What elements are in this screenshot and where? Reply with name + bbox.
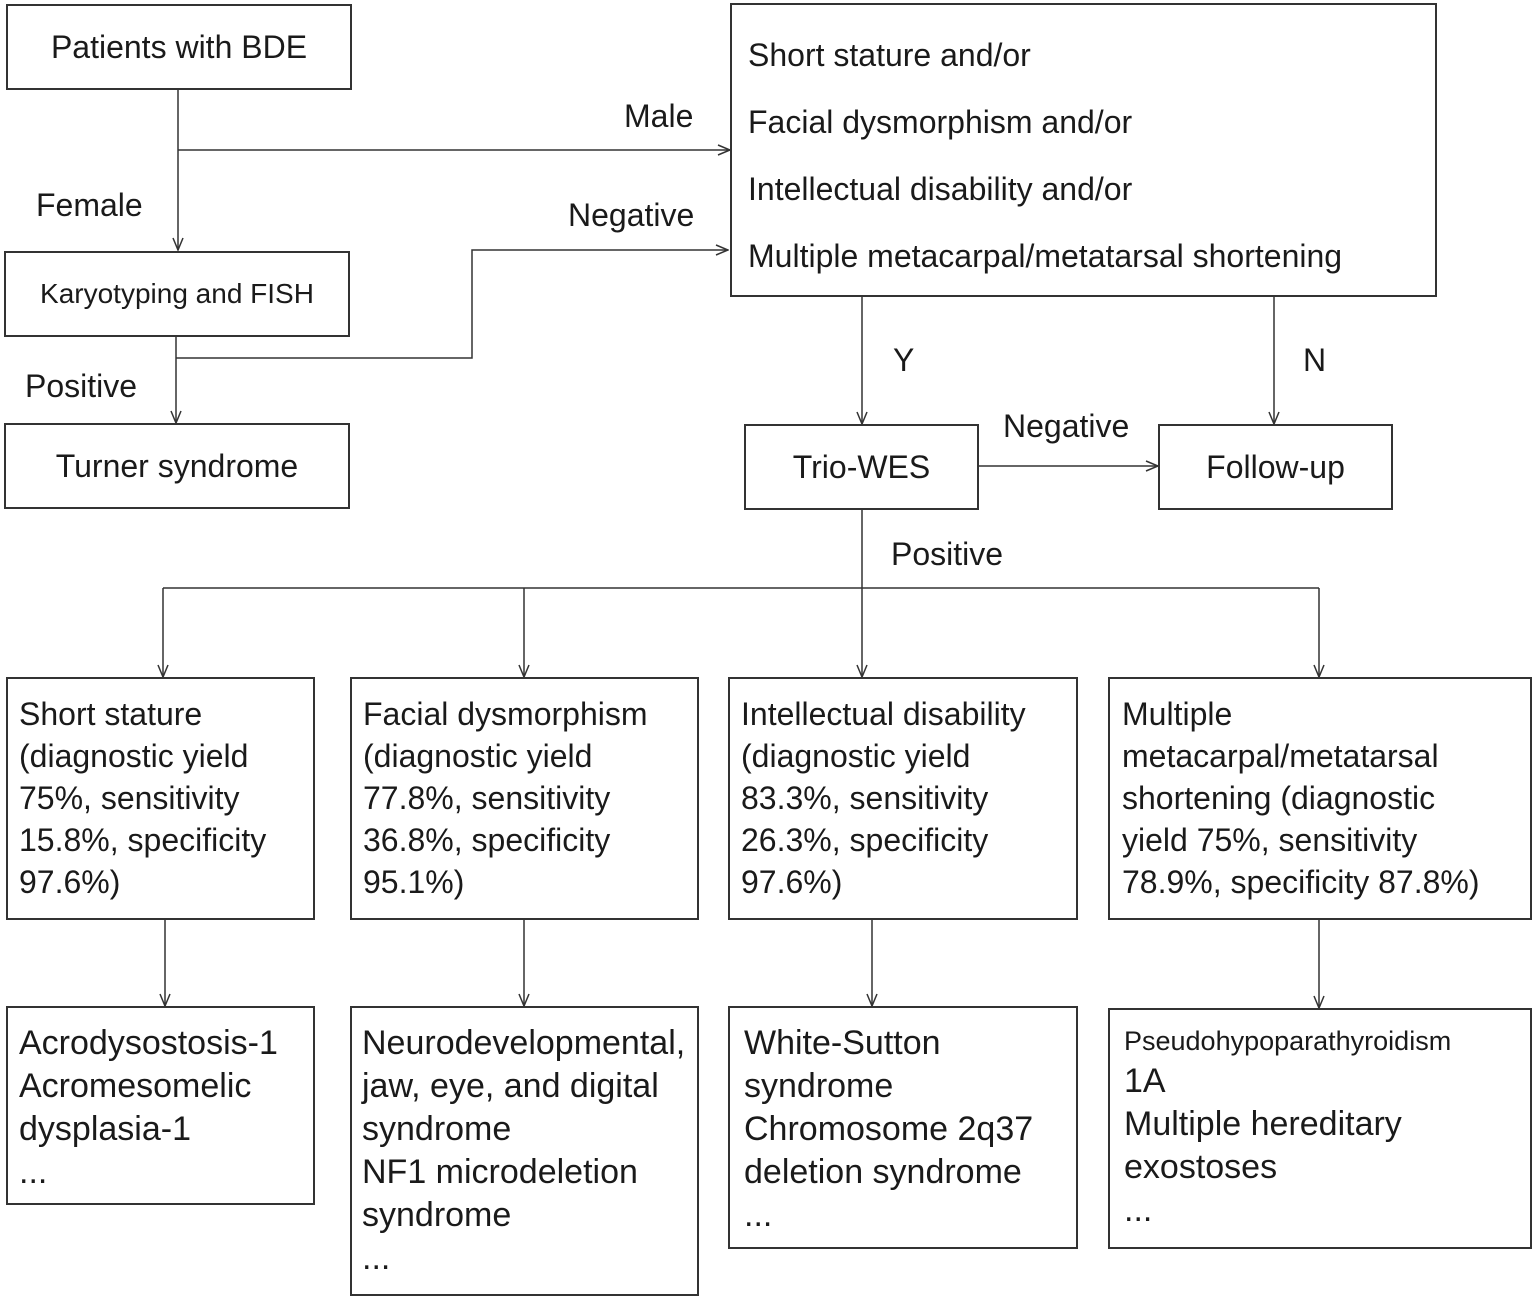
trio-wes-box: Trio-WES [744, 424, 979, 510]
phenotype-box-short-stature: Short stature (diagnostic yield 75%, sen… [6, 677, 315, 920]
disease-box-1: Acrodysostosis-1 Acromesomelic dysplasia… [6, 1006, 315, 1205]
karyotyping-box: Karyotyping and FISH [4, 251, 350, 337]
phenotype-text: Multiple metacarpal/metatarsal shortenin… [1122, 696, 1480, 900]
phenotype-text: Short stature (diagnostic yield 75%, sen… [19, 696, 267, 900]
disease-first-line: Pseudohypoparathyroidism [1124, 1026, 1452, 1056]
phenotype-box-intellectual-disability: Intellectual disability (diagnostic yiel… [728, 677, 1078, 920]
phenotype-text: Intellectual disability (diagnostic yiel… [741, 696, 1026, 900]
criteria-line-1: Short stature and/or [748, 37, 1031, 73]
turner-box: Turner syndrome [4, 423, 350, 509]
label-positive-karyotyping: Positive [25, 368, 138, 404]
disease-text: Neurodevelopmental, jaw, eye, and digita… [362, 1024, 686, 1277]
disease-box-3: White-Sutton syndrome Chromosome 2q37 de… [728, 1006, 1078, 1249]
phenotype-box-metacarpal-shortening: Multiple metacarpal/metatarsal shortenin… [1108, 677, 1532, 920]
turner-text: Turner syndrome [55, 448, 299, 484]
patients-text: Patients with BDE [50, 29, 308, 65]
follow-up-box: Follow-up [1158, 424, 1393, 510]
criteria-line-4: Multiple metacarpal/metatarsal shortenin… [748, 238, 1343, 274]
label-negative-wes: Negative [1003, 408, 1130, 444]
karyotyping-text: Karyotyping and FISH [40, 278, 314, 309]
disease-box-4: Pseudohypoparathyroidism 1A Multiple her… [1108, 1008, 1532, 1249]
label-male: Male [624, 98, 694, 134]
phenotype-box-facial-dysmorphism: Facial dysmorphism (diagnostic yield 77.… [350, 677, 699, 920]
phenotype-text: Facial dysmorphism (diagnostic yield 77.… [363, 696, 648, 900]
criteria-line-3: Intellectual disability and/or [748, 171, 1133, 207]
trio-wes-text: Trio-WES [792, 449, 931, 485]
label-female: Female [36, 187, 143, 223]
label-positive-wes: Positive [891, 536, 1004, 572]
disease-box-2: Neurodevelopmental, jaw, eye, and digita… [350, 1006, 699, 1296]
criteria-line-2: Facial dysmorphism and/or [748, 104, 1133, 140]
criteria-box: Short stature and/or Facial dysmorphism … [730, 3, 1437, 297]
follow-up-text: Follow-up [1206, 449, 1345, 485]
arrow-negative-to-criteria [176, 250, 728, 359]
disease-text: Acrodysostosis-1 Acromesomelic dysplasia… [19, 1024, 278, 1191]
label-yes: Y [893, 342, 915, 378]
label-no: N [1303, 342, 1327, 378]
patients-box: Patients with BDE [6, 4, 352, 90]
label-negative-karyotyping: Negative [568, 197, 695, 233]
disease-text: White-Sutton syndrome Chromosome 2q37 de… [744, 1024, 1034, 1234]
disease-text: 1A Multiple hereditary exostoses ... [1124, 1062, 1402, 1229]
